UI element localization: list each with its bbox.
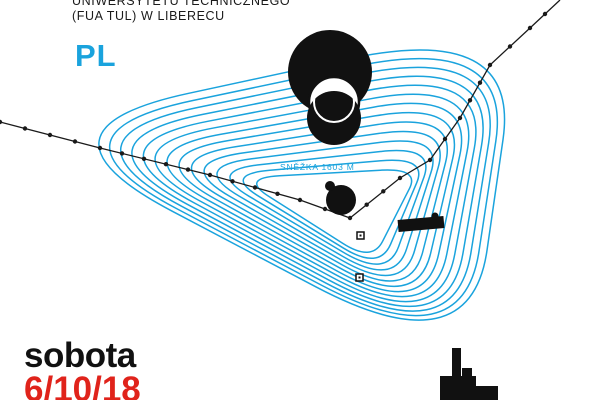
building-block (397, 216, 445, 232)
border-marker (119, 151, 125, 156)
summit-circle-lower (307, 91, 361, 145)
contour-line (98, 49, 506, 321)
border-ridge-path (0, 0, 561, 221)
contour-line (109, 57, 498, 317)
border-marker (427, 157, 433, 163)
point-markers (355, 231, 365, 282)
contour-line (242, 159, 420, 259)
chapel-silhouette (440, 348, 498, 400)
observatory-symbol (325, 181, 356, 215)
border-marker (322, 206, 328, 212)
border-marker (457, 115, 463, 121)
contour-line (154, 93, 470, 298)
border-marker (477, 80, 483, 85)
building-marker (431, 212, 439, 220)
border-marker (347, 215, 353, 221)
contour-line (203, 130, 441, 277)
chapel-wing (472, 386, 498, 400)
building-symbol (397, 212, 445, 232)
summit-circle-inner-ring (313, 81, 355, 123)
language-label: PL (75, 38, 117, 73)
observatory-dome (326, 185, 356, 215)
contour-line (178, 112, 456, 288)
border-marker (381, 189, 386, 194)
contour-line (216, 140, 434, 271)
border-line (0, 0, 561, 219)
border-marker (163, 162, 169, 167)
border-marker (185, 167, 191, 172)
contour-line (142, 84, 477, 303)
marker-square-2-dot (358, 276, 361, 279)
contour-line (166, 102, 463, 293)
contour-lines (98, 49, 506, 321)
border-marker (252, 185, 258, 190)
border-marker (22, 126, 28, 131)
border-marker (72, 139, 78, 144)
header-line-2: (FUA TUL) W LIBERECU (72, 9, 225, 23)
contour-line (256, 169, 413, 253)
border-marker (97, 145, 103, 151)
border-marker (364, 202, 369, 207)
contour-line (131, 75, 484, 308)
peak-label: SNĚŽKA 1603 M (280, 162, 355, 172)
event-date: 6/10/18 (24, 370, 141, 400)
border-marker (527, 25, 533, 31)
border-marker (542, 11, 548, 17)
chapel-body (440, 376, 476, 400)
border-marker (487, 62, 493, 68)
chapel-tower (452, 348, 461, 400)
marker-square-1-dot (359, 234, 362, 237)
observatory-dot (325, 181, 335, 191)
border-marker (275, 191, 280, 196)
event-day: sobota (24, 336, 136, 375)
border-marker (207, 172, 213, 178)
border-marker (47, 132, 53, 138)
border-marker (467, 98, 473, 103)
border-marker (507, 44, 513, 49)
border-marker (141, 156, 147, 161)
contour-line (229, 149, 427, 265)
border-markers (0, 11, 548, 221)
contour-line (120, 66, 491, 312)
contour-line (191, 121, 448, 282)
border-marker (397, 175, 403, 181)
border-marker (0, 119, 3, 125)
summit-circles (288, 30, 372, 145)
border-marker (230, 179, 235, 184)
border-marker (297, 197, 303, 203)
header-line-1: UNIWERSYTETU TECHNICZNEGO (72, 0, 291, 8)
border-marker (442, 136, 448, 142)
chapel-step (462, 368, 472, 378)
